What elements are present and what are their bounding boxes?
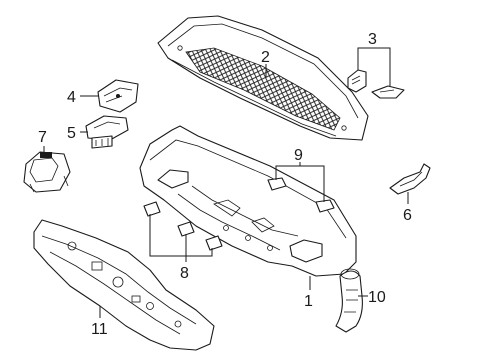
module-7	[23, 151, 71, 193]
cowl-top-panel	[139, 125, 357, 277]
duct-elbow-10	[335, 268, 363, 333]
callout-7: 7	[38, 129, 47, 146]
callout-8: 8	[180, 265, 189, 282]
dash-panel-11	[33, 219, 215, 351]
callout-4: 4	[67, 89, 76, 106]
callout-9: 9	[294, 147, 303, 164]
retainer-5	[85, 115, 129, 149]
callout-6: 6	[403, 207, 412, 224]
callout-1: 1	[304, 293, 313, 310]
clip-pair	[347, 69, 405, 99]
callout-11: 11	[91, 321, 108, 338]
callout-2: 2	[261, 49, 270, 66]
callouts: 1 2 3 4 5 6 7 8 9 10 11	[38, 31, 412, 338]
clips-8	[143, 201, 223, 251]
leader-lines	[43, 47, 409, 318]
callout-10: 10	[368, 289, 386, 306]
bracket-6	[389, 163, 431, 195]
callout-3: 3	[368, 31, 377, 48]
clip-pair-9	[267, 177, 335, 213]
callout-5: 5	[67, 125, 76, 142]
bracket-4	[97, 79, 139, 113]
cowl-vent-grille	[157, 15, 369, 141]
